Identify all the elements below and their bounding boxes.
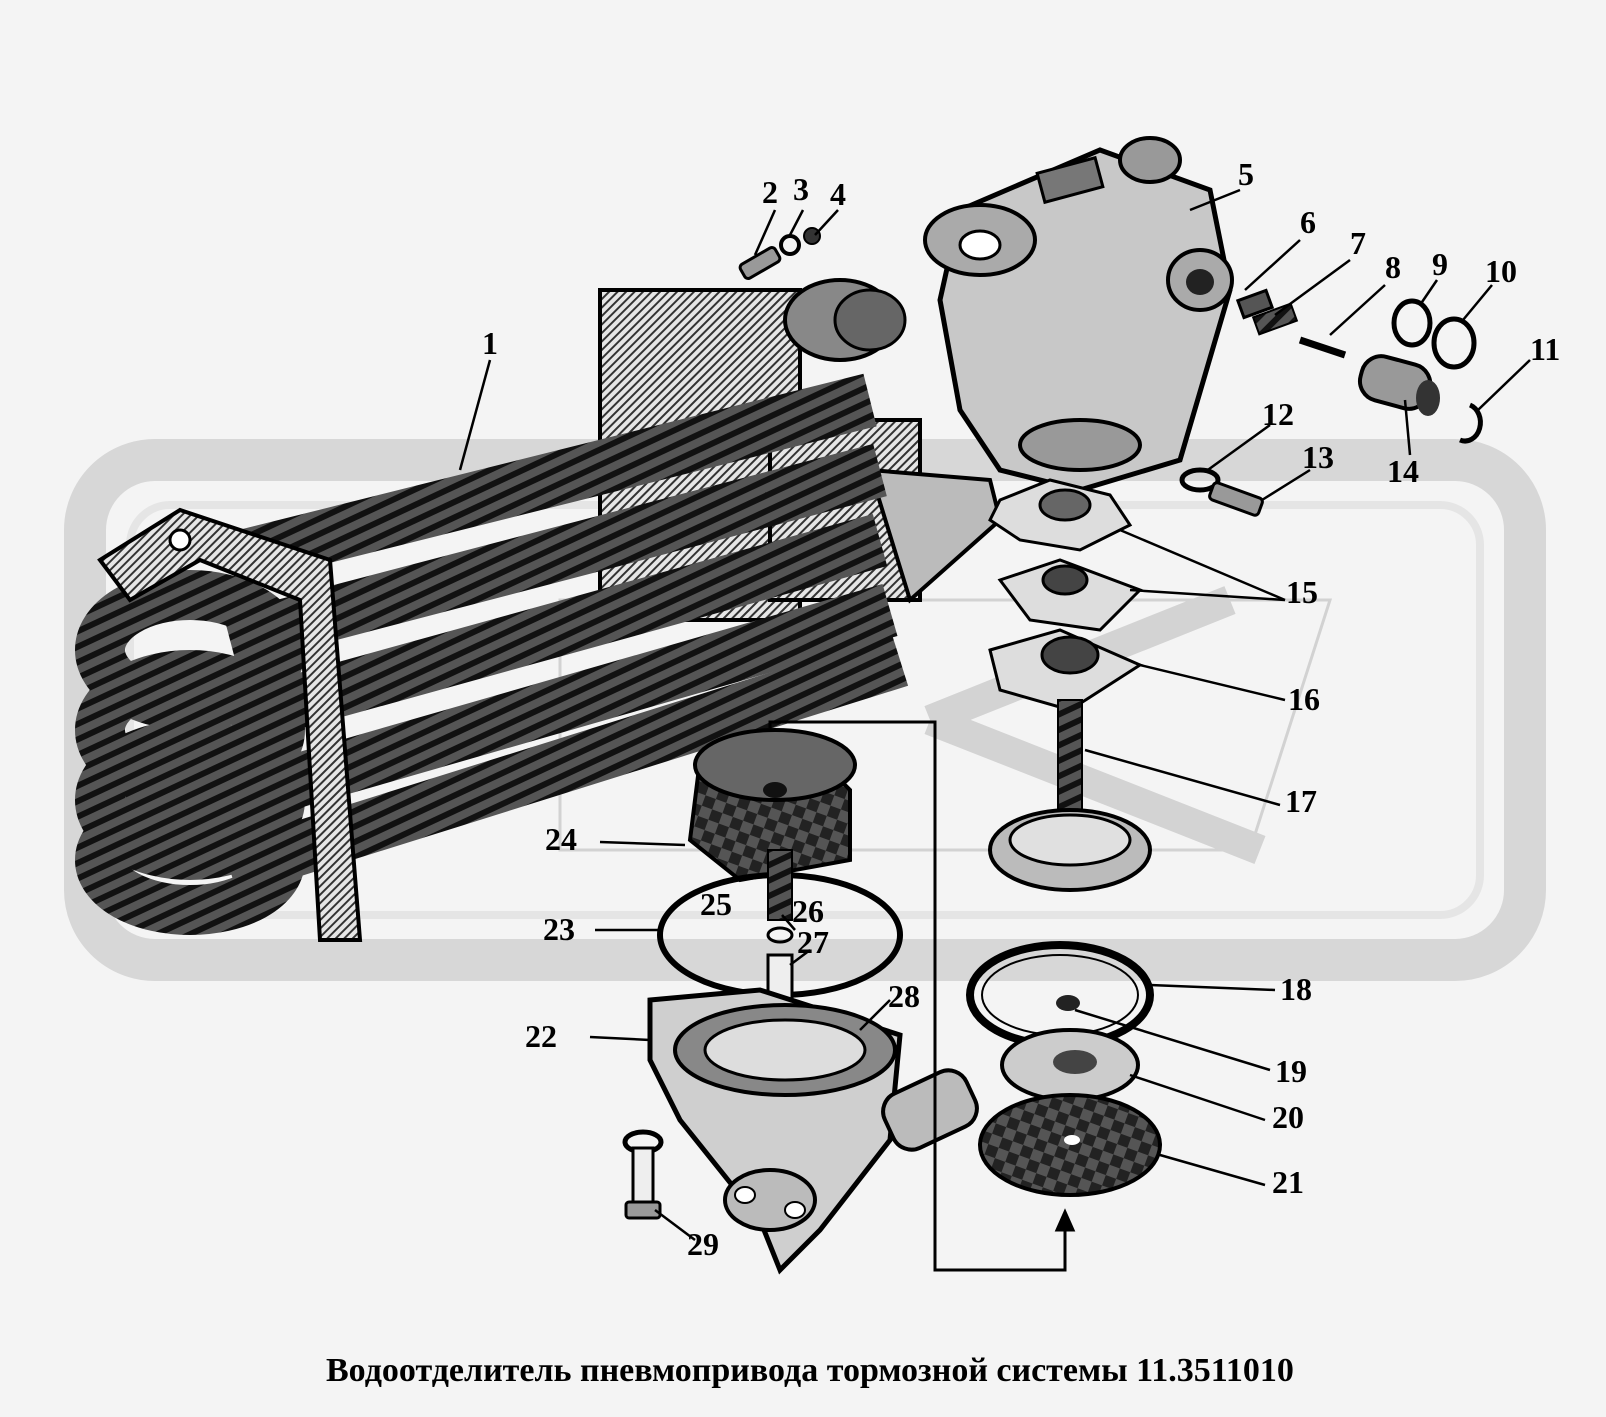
callout-25: 25	[700, 886, 732, 922]
callout-2: 2	[762, 174, 778, 210]
diagram-caption: Водоотделитель пневмопривода тормозной с…	[326, 1352, 1294, 1389]
callout-3: 3	[793, 171, 809, 207]
callout-26: 26	[792, 893, 824, 929]
callout-16: 16	[1288, 681, 1320, 717]
callout-24: 24	[545, 821, 577, 857]
callout-22: 22	[525, 1018, 557, 1054]
coil-heat-exchanger	[75, 278, 1003, 942]
callout-5: 5	[1238, 156, 1254, 192]
callout-12: 12	[1262, 396, 1294, 432]
callout-27: 27	[797, 924, 829, 960]
callout-28: 28	[888, 978, 920, 1014]
callout-9: 9	[1432, 246, 1448, 282]
callout-21: 21	[1272, 1164, 1304, 1200]
callout-8: 8	[1385, 249, 1401, 285]
callout-29: 29	[687, 1226, 719, 1262]
valve-housing	[923, 136, 1234, 493]
callout-14: 14	[1387, 453, 1419, 489]
callout-11: 11	[1530, 331, 1560, 367]
callout-18: 18	[1280, 971, 1312, 1007]
lower-diaphragm-parts	[966, 941, 1162, 1197]
callout-4: 4	[830, 176, 846, 212]
lower-body-assembly	[647, 728, 979, 1275]
mounting-bolt	[622, 1129, 664, 1220]
callout-15: 15	[1286, 574, 1318, 610]
callout-13: 13	[1302, 439, 1334, 475]
callout-23: 23	[543, 911, 575, 947]
flow-arrow	[768, 720, 1076, 1272]
callout-10: 10	[1485, 253, 1517, 289]
callout-19: 19	[1275, 1053, 1307, 1089]
callout-20: 20	[1272, 1099, 1304, 1135]
valve-small-parts	[1179, 288, 1483, 517]
diaphragm-stack	[988, 478, 1152, 892]
bolt-washer-nut	[738, 227, 821, 280]
callout-17: 17	[1285, 783, 1317, 819]
callout-labels: 1 2 3 4 5 6 7 8 9 10 11 12 13 14 15 16 1…	[482, 156, 1560, 1262]
callout-7: 7	[1350, 225, 1366, 261]
callout-6: 6	[1300, 204, 1316, 240]
callout-1: 1	[482, 325, 498, 361]
leader-lines	[458, 188, 1531, 1241]
